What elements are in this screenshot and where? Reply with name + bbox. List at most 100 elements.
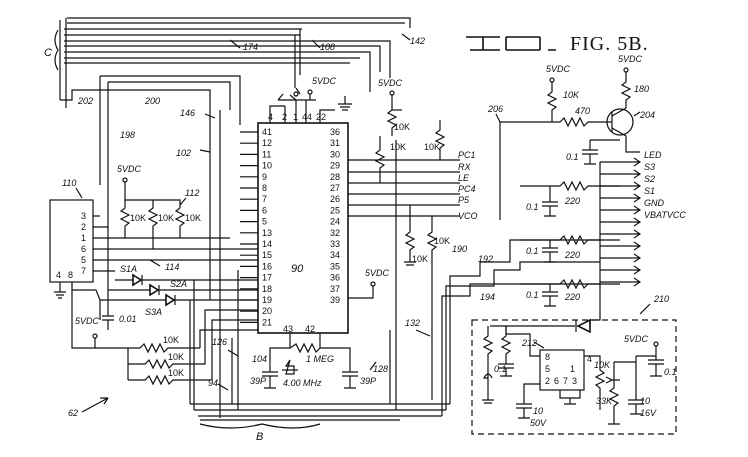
chip90-top-pin-44: 44 [302, 112, 312, 122]
s1a-label: S1A [120, 264, 137, 274]
ref-126: 126 [212, 337, 227, 347]
chip110-pin-7: 7 [81, 266, 86, 276]
ref-202: 202 [77, 96, 93, 106]
chip90-left-pin: 11 [262, 149, 271, 159]
r10k-rx-b: 10K [390, 142, 406, 152]
transistor-204: 206 470 5VDC 10K 5VDC 180 204 0.1 [487, 54, 655, 220]
chip110-pin-5: 5 [81, 255, 86, 265]
output-connector: LED S3 S2 S1 GND VBATVCC [589, 150, 686, 326]
ref-128: 128 [373, 364, 388, 374]
ref-110: 110 [62, 178, 76, 188]
v16-label: 16V [640, 408, 657, 418]
signal-p5: P5 [458, 195, 470, 205]
ref-192: 192 [478, 254, 493, 264]
chip90-right-pin: 31 [330, 138, 340, 148]
chip90-right-pin: 26 [330, 194, 340, 204]
cap-01-a: 0.1 [526, 202, 539, 212]
bus-c: C [44, 17, 411, 418]
filter-220-3: 220 0.1 [520, 278, 620, 307]
chip90-top-pin-22: 22 [316, 112, 326, 122]
c39p-right: 39P [360, 376, 376, 386]
chip90-left-pin: 7 [262, 194, 267, 204]
chip212-pin-6: 6 [554, 376, 559, 386]
chip90-bottom-pin-42: 42 [305, 324, 315, 334]
chip90-right-pin: 34 [330, 250, 340, 260]
cap-01-c: 0.1 [526, 290, 539, 300]
r10k-c: 10K [185, 213, 201, 223]
xtal-label: 4.00 MHz [283, 378, 322, 388]
chip110-pin-2: 2 [81, 222, 86, 232]
chip212-pin-8: 8 [545, 352, 550, 362]
chip90-right-pin: 36 [330, 273, 340, 283]
chip90-left-pin: 9 [262, 172, 267, 182]
chip110-pin-6: 6 [81, 244, 86, 254]
signal-rx: RX [458, 162, 471, 172]
ref-200: 200 [144, 96, 160, 106]
r10k-vco: 10K [434, 236, 450, 246]
output-vbatvcc: VBATVCC [644, 210, 686, 220]
output-s3: S3 [644, 162, 655, 172]
ref-180: 180 [634, 84, 649, 94]
block-210: 210 0.1 212 8 5 1 2 6 7 3 4 10 50V 10K 3… [471, 294, 677, 435]
bus-b-label: B [256, 431, 263, 443]
ref-210: 210 [653, 294, 669, 304]
signal-pc4: PC4 [458, 184, 476, 194]
chip90-left-pin: 19 [262, 295, 272, 305]
chip212-pin-1: 1 [570, 364, 575, 374]
vdc-label-180: 5VDC [618, 54, 643, 64]
cap-01-b: 0.1 [526, 246, 539, 256]
signal-bank: PC1 RX LE PC4 P5 VCO 10K 5VDC 10K 10K 10… [348, 78, 478, 400]
r10k-206: 10K [563, 90, 580, 100]
chip90-right-pin: 24 [330, 217, 340, 227]
chip90-right-pin: 39 [330, 295, 340, 305]
cap-10-16: 10 [640, 396, 650, 406]
chip90-left-pin: 18 [262, 284, 272, 294]
cap-01-210: 0.1 [494, 364, 507, 374]
ref-142: 142 [410, 36, 425, 46]
chip90-left-pin: 13 [262, 228, 272, 238]
chip110-pin-4: 4 [56, 270, 61, 280]
r33k: 33K [596, 396, 613, 406]
chip-110: 110 3 2 1 6 5 7 4 8 [49, 178, 258, 299]
output-s1: S1 [644, 186, 655, 196]
bus-b: B [189, 140, 450, 443]
r220-a: 220 [564, 196, 580, 206]
signal-le: LE [458, 173, 470, 183]
chip90-right-pin: 28 [330, 172, 340, 182]
signal-pc1: PC1 [458, 150, 476, 160]
switch-diodes: S1A S2A S3A [95, 264, 258, 320]
chip90-left-pin: 15 [262, 250, 272, 260]
ref-112: 112 [185, 188, 199, 198]
ref-206: 206 [487, 104, 503, 114]
output-led: LED [644, 150, 662, 160]
vdc-label-chip90: 5VDC [312, 76, 337, 86]
chip212-pin-7: 7 [563, 376, 568, 386]
s2a-label: S2A [170, 279, 187, 289]
bus-c-label: C [44, 47, 52, 59]
lines-190-194: 190 192 194 [441, 239, 600, 416]
vdc-label-210: 5VDC [624, 334, 649, 344]
r1meg-label: 1 MEG [306, 354, 334, 364]
r10k-ladder-3: 10K [168, 368, 184, 378]
ref-114: 114 [165, 262, 179, 272]
r220-c: 220 [564, 292, 580, 302]
vdc-label-10k: 5VDC [546, 64, 571, 74]
figure-title: FIG. 5B. [466, 33, 648, 55]
vdc-label-rx: 5VDC [378, 78, 403, 88]
chip90-left-pin: 17 [262, 273, 272, 283]
v50-label: 50V [530, 418, 547, 428]
chip90-right-pin: 27 [330, 183, 340, 193]
filter-220-2: 220 0.1 [520, 234, 620, 263]
r10k-b: 10K [158, 213, 174, 223]
chip90-left-pin: 21 [262, 317, 272, 327]
chip110-pin-3: 3 [81, 211, 86, 221]
chip212-pin-5: 5 [545, 364, 550, 374]
r10k-rx-a: 10K [394, 122, 410, 132]
chip90-right-pin: 25 [330, 205, 340, 215]
ref-132: 132 [405, 318, 420, 328]
ref-102: 102 [176, 148, 191, 158]
ref-198: 198 [120, 130, 135, 140]
r10k-a: 10K [130, 213, 146, 223]
c39p-left: 39P [250, 376, 266, 386]
